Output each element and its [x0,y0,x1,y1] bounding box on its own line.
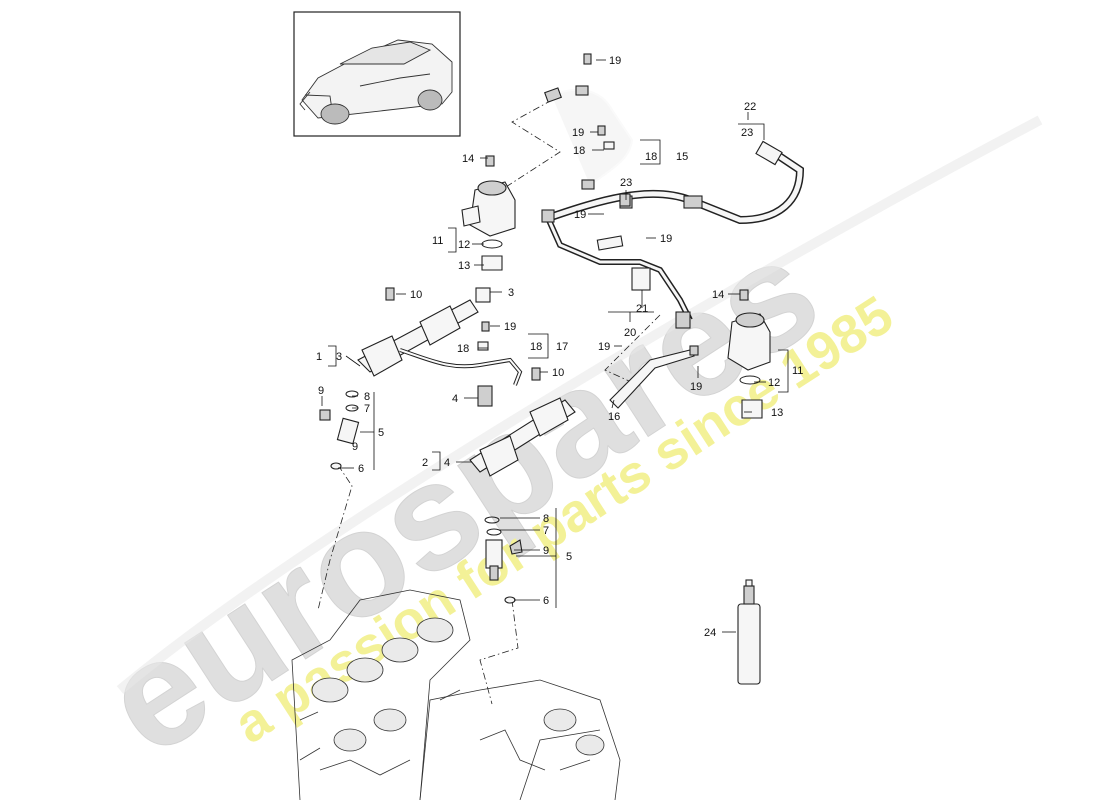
callout-13: 13 [458,260,470,272]
injector-right [484,516,523,604]
callout-4: 4 [452,393,458,405]
callout-19: 19 [609,55,621,67]
fuel-rail-upper [357,287,491,377]
engine-block [291,589,621,800]
callout-20: 20 [624,327,636,339]
callout-2: 2 [422,457,428,469]
callout-15: 15 [676,151,688,163]
callout-17: 17 [556,341,568,353]
callout-11: 11 [792,365,803,377]
callout-9: 9 [318,385,324,397]
routing-lines [317,99,661,705]
callout-5: 5 [378,427,384,439]
callout-14: 14 [462,153,474,165]
callout-18: 18 [573,145,585,157]
callout-16: 16 [608,411,620,423]
callout-19: 19 [574,209,586,221]
callout-18: 18 [530,341,542,353]
callout-14: 14 [712,289,724,301]
callout-23: 23 [741,127,753,139]
callout-21: 21 [636,303,648,315]
watermark: eurospares a passion for parts since 198… [75,115,1043,787]
callout-23: 23 [620,177,632,189]
callout-19: 19 [572,127,584,139]
callout-12: 12 [768,377,780,389]
suv-icon [299,39,453,125]
callout-24: 24 [704,627,716,639]
fuel-components [319,53,805,685]
callout-19: 19 [690,381,702,393]
callout-19: 19 [660,233,672,245]
injector-left [319,390,360,470]
callout-12: 12 [458,239,470,251]
callout-8: 8 [543,513,549,525]
spray-can [737,579,761,685]
callout-13: 13 [771,407,783,419]
callout-11: 11 [432,235,443,247]
callout-10: 10 [552,367,564,379]
callout-3: 3 [508,287,514,299]
callout-9: 9 [543,545,549,557]
callout-7: 7 [364,403,370,415]
high-pressure-pump-left [461,155,516,271]
callouts: 22 23 19 19 18 18 15 14 23 19 19 11 12 1… [316,55,803,639]
callout-7: 7 [543,525,549,537]
callout-19: 19 [504,321,516,333]
callout-8: 8 [364,391,370,403]
callout-5: 5 [566,551,572,563]
callout-18: 18 [457,343,469,355]
callout-6: 6 [543,595,549,607]
callout-18: 18 [645,151,657,163]
callout-6: 6 [358,463,364,475]
callout-4: 4 [444,457,450,469]
callout-10: 10 [410,289,422,301]
callout-9: 9 [352,441,358,453]
callout-1: 1 [316,351,322,363]
vehicle-thumbnail [293,11,461,137]
callout-22: 22 [744,101,756,113]
callout-19: 19 [598,341,610,353]
fuel-rail-lower [469,367,576,477]
leader-lines [321,59,789,633]
high-pressure-pump-right [727,289,771,419]
callout-3: 3 [336,351,342,363]
